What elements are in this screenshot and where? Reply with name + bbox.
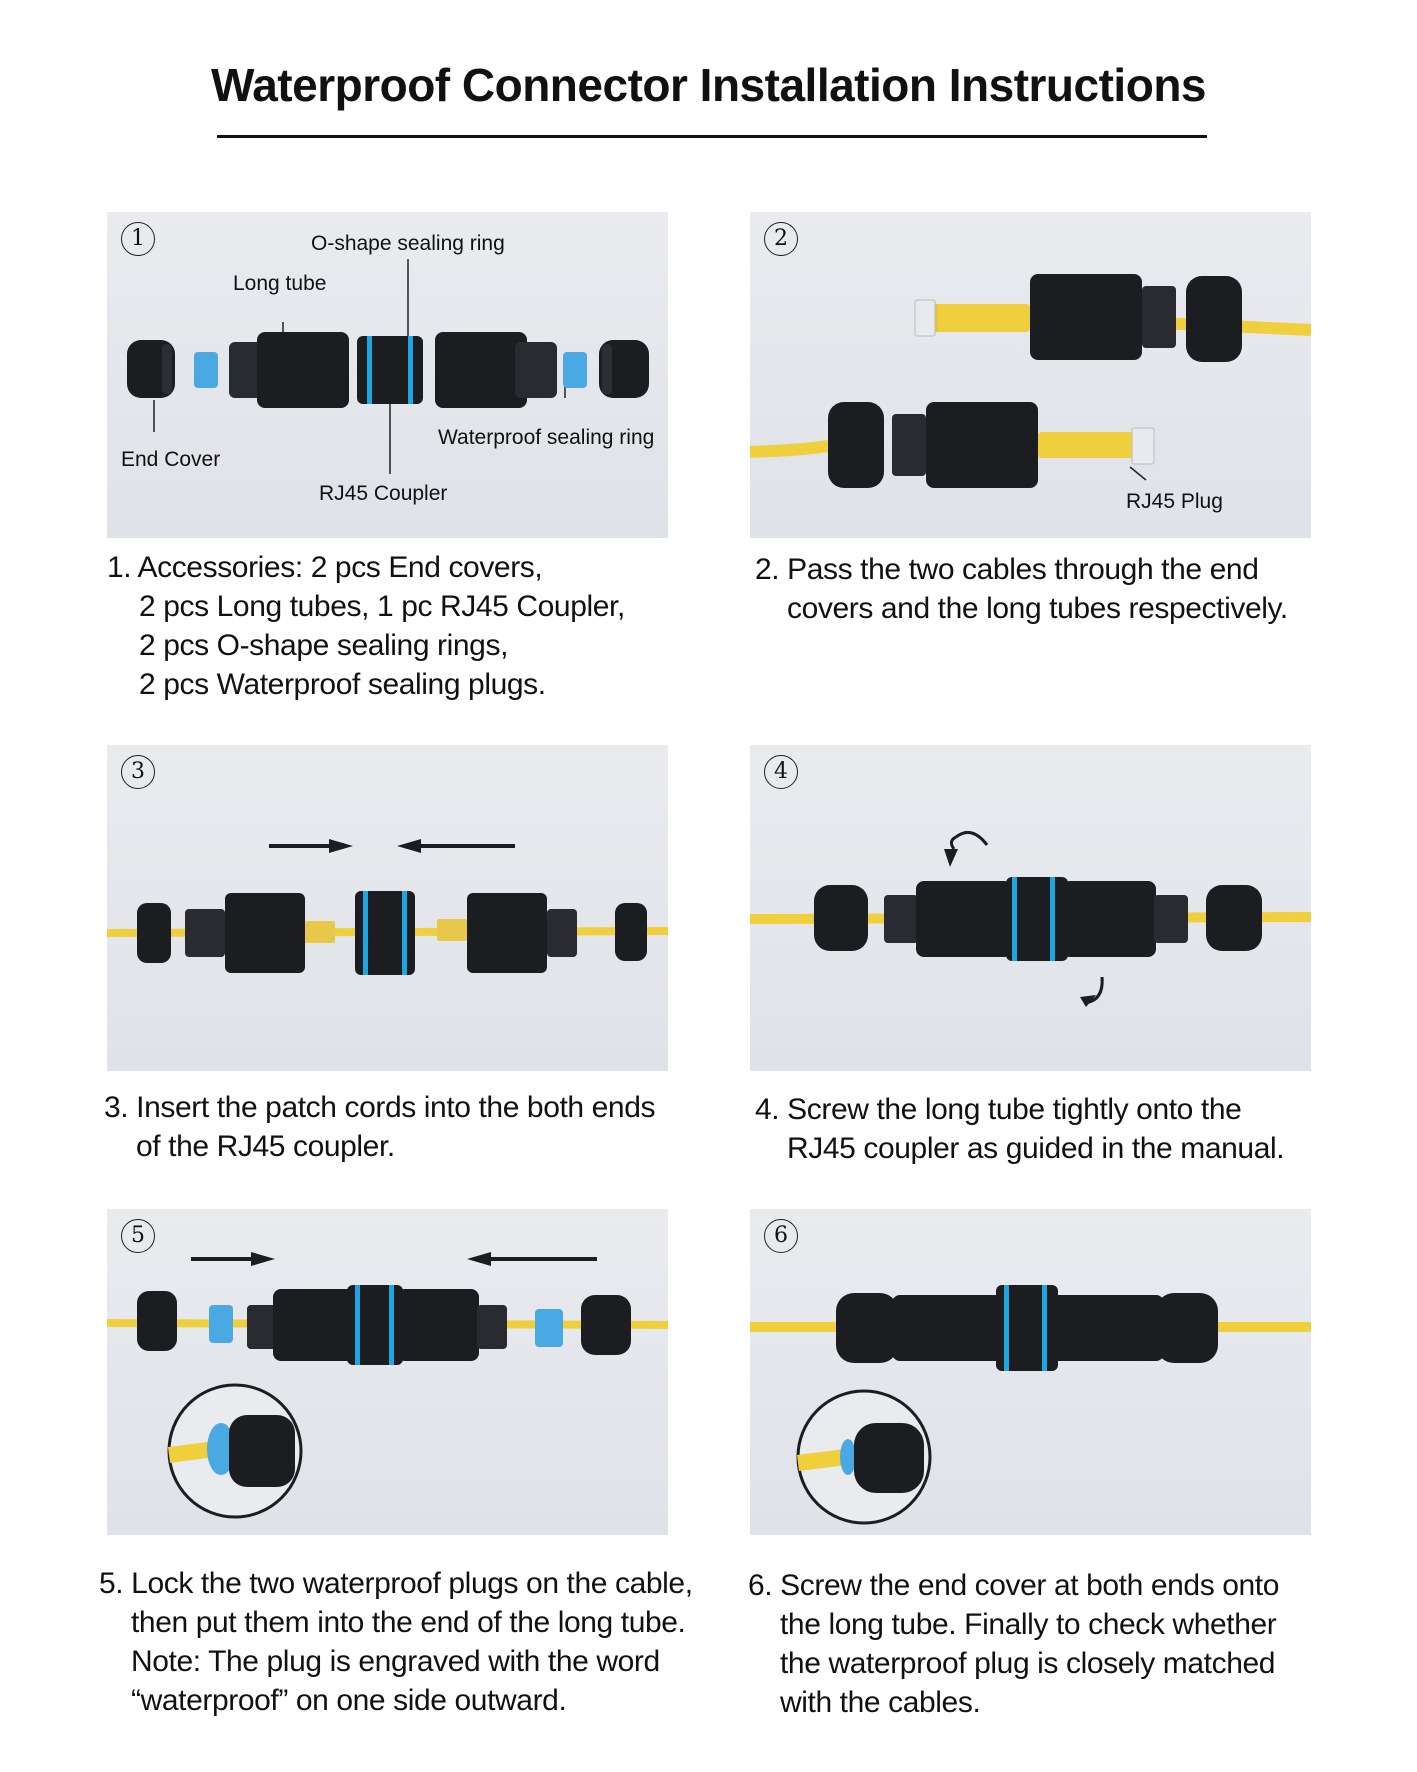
caption-line: 1. Accessories: 2 pcs End covers, xyxy=(107,551,543,584)
label-o-shape-sealing-ring: O-shape sealing ring xyxy=(311,232,505,255)
step-4-illustration xyxy=(750,831,1311,1007)
step-6-illustration xyxy=(750,1285,1311,1525)
step-5-caption: 5. Lock the two waterproof plugs on the … xyxy=(99,1564,693,1720)
caption-line: of the RJ45 coupler. xyxy=(136,1130,395,1163)
caption-line: 3. Insert the patch cords into the both … xyxy=(104,1091,656,1124)
caption-line: 5. Lock the two waterproof plugs on the … xyxy=(99,1567,693,1600)
caption-line: “waterproof” on one side outward. xyxy=(131,1684,567,1717)
caption-line: the long tube. Finally to check whether xyxy=(780,1608,1277,1641)
caption-line: 4. Screw the long tube tightly onto the xyxy=(755,1093,1242,1126)
caption-line: the waterproof plug is closely matched xyxy=(780,1647,1276,1680)
step-number-badge: 5 xyxy=(121,1219,155,1253)
label-rj45-coupler: RJ45 Coupler xyxy=(319,482,448,505)
step-6-image: 6 xyxy=(750,1209,1311,1535)
step-3-caption: 3. Insert the patch cords into the both … xyxy=(104,1088,656,1166)
caption-line: Note: The plug is engraved with the word xyxy=(131,1645,660,1678)
step-number-badge: 1 xyxy=(121,222,155,256)
step-4-caption: 4. Screw the long tube tightly onto the … xyxy=(755,1090,1285,1168)
step-1-image: 1 O-shape sealing ring Long tube End Cov… xyxy=(107,212,668,538)
step-5-image: 5 xyxy=(107,1209,668,1535)
label-end-cover: End Cover xyxy=(121,448,221,471)
step-1-illustration xyxy=(127,259,649,474)
title-underline xyxy=(217,135,1207,138)
step-number-badge: 2 xyxy=(764,222,798,256)
label-long-tube: Long tube xyxy=(233,272,327,295)
caption-line: RJ45 coupler as guided in the manual. xyxy=(787,1132,1285,1165)
label-rj45-plug: RJ45 Plug xyxy=(1126,490,1223,513)
page-title: Waterproof Connector Installation Instru… xyxy=(211,59,1207,111)
step-number-badge: 3 xyxy=(121,755,155,789)
step-number-badge: 4 xyxy=(764,755,798,789)
label-waterproof-sealing-ring: Waterproof sealing ring xyxy=(438,426,655,449)
caption-line: 2 pcs O-shape sealing rings, xyxy=(139,629,509,662)
caption-line: 2. Pass the two cables through the end xyxy=(755,553,1259,586)
caption-line: 2 pcs Long tubes, 1 pc RJ45 Coupler, xyxy=(139,590,625,623)
step-4-image: 4 xyxy=(750,745,1311,1071)
caption-line: covers and the long tubes respectively. xyxy=(787,592,1288,625)
step-5-illustration xyxy=(107,1252,668,1519)
step-number-badge: 6 xyxy=(764,1219,798,1253)
step-3-image: 3 xyxy=(107,745,668,1071)
caption-line: then put them into the end of the long t… xyxy=(131,1606,686,1639)
caption-line: 6. Screw the end cover at both ends onto xyxy=(748,1569,1280,1602)
caption-line: with the cables. xyxy=(780,1686,981,1719)
step-1-caption: 1. Accessories: 2 pcs End covers, 2 pcs … xyxy=(107,548,625,704)
step-2-caption: 2. Pass the two cables through the end c… xyxy=(755,550,1288,628)
step-2-illustration xyxy=(750,274,1311,488)
caption-line: 2 pcs Waterproof sealing plugs. xyxy=(139,668,546,701)
step-2-image: 2 RJ45 Plug xyxy=(750,212,1311,538)
step-6-caption: 6. Screw the end cover at both ends onto… xyxy=(748,1566,1279,1722)
step-3-illustration xyxy=(107,839,668,975)
